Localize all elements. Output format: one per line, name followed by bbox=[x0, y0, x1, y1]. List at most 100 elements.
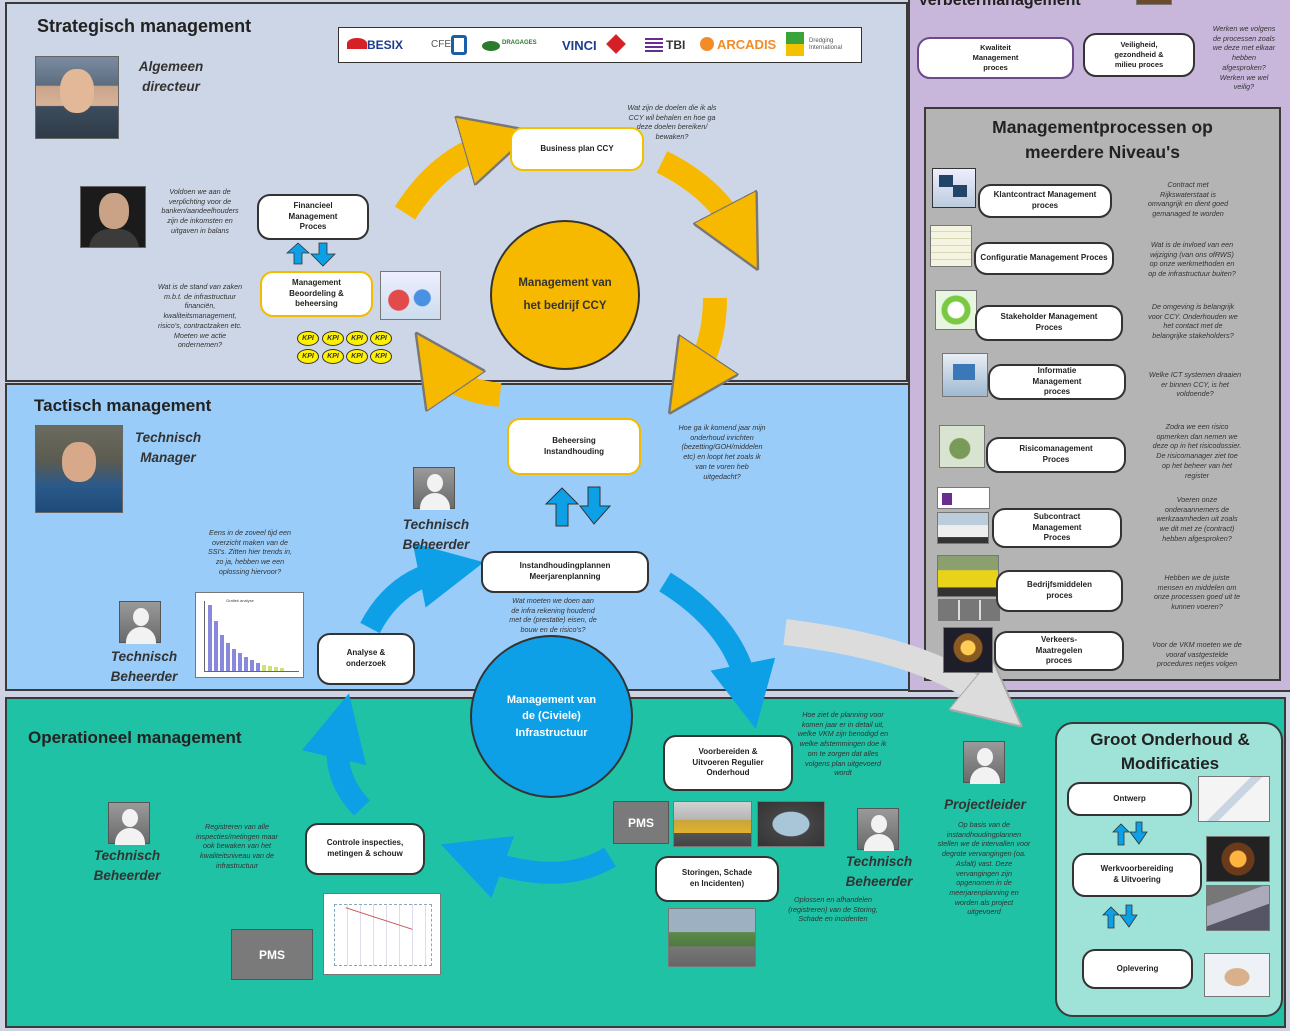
logo-dredging-mark bbox=[786, 32, 804, 56]
tactical-title: Tactisch management bbox=[34, 396, 212, 415]
pms-badge-1: PMS bbox=[613, 801, 669, 844]
director-photo bbox=[35, 56, 119, 139]
logo-besix: BESIX bbox=[367, 38, 404, 52]
niveaus-title: Managementprocessen op meerdere Niveau's bbox=[992, 117, 1213, 163]
analysis-chart: Grafiek analyse bbox=[195, 592, 304, 678]
updown-arrow-groot-1 bbox=[1112, 821, 1148, 846]
incident-image bbox=[668, 908, 756, 967]
informatie-image bbox=[942, 353, 988, 397]
blue-arrow-right bbox=[659, 572, 776, 729]
excavator-image bbox=[673, 801, 752, 847]
logo-besix-swoosh bbox=[347, 38, 367, 49]
avatar-icon bbox=[413, 467, 455, 510]
updown-arrow-financieel bbox=[285, 242, 336, 267]
verbeter-image bbox=[1136, 0, 1172, 5]
kpi-badge: KPI bbox=[370, 331, 392, 346]
dashboard-image bbox=[380, 271, 441, 320]
tablet-image bbox=[757, 801, 825, 847]
niveau-box-stakeholder: Stakeholder Management Proces bbox=[975, 305, 1123, 341]
note-eens: Eens in de zoveel tijd een overzicht mak… bbox=[207, 528, 293, 576]
note-informatie: Welke ICT systemen draaien er binnen CCY… bbox=[1148, 370, 1242, 399]
circle-bedrijf: Management van het bedrijf CCY bbox=[490, 220, 640, 370]
logo-dragages: DRAGAGES bbox=[502, 40, 537, 46]
tech-manager-photo bbox=[35, 425, 123, 513]
logo-arcadis: ARCADIS bbox=[717, 37, 777, 52]
verbeter-title: Verbetermanagement bbox=[918, 0, 1081, 9]
niveau-box-informatie: Informatie Management proces bbox=[988, 364, 1126, 400]
note-verbeter: Werken we volgens de processen zoals we … bbox=[1212, 24, 1276, 92]
kpi-badge: KPI bbox=[322, 331, 344, 346]
note-configuratie: Wat is de invloed van een wijziging (van… bbox=[1148, 240, 1236, 279]
verkeer-image bbox=[943, 627, 993, 673]
operational-title: Operationeel management bbox=[28, 728, 242, 747]
niveau-box-verkeer: Verkeers- Maatregelen proces bbox=[994, 631, 1124, 671]
storingen-box: Storingen, Schade en Incidenten) bbox=[655, 856, 779, 902]
projectleider-role: Projectleider bbox=[944, 797, 1026, 812]
niveau-box-subcontract: Subcontract Management Proces bbox=[992, 508, 1122, 548]
logo-tbi: TBI bbox=[666, 38, 686, 52]
director-role: Algemeen directeur bbox=[138, 59, 204, 95]
kpi-badge: KPI bbox=[322, 349, 344, 364]
kpi-badge: KPI bbox=[297, 331, 319, 346]
werkvoorbereiding-box: Werkvoorbereiding & Uitvoering bbox=[1072, 853, 1202, 897]
business-plan-box: Business plan CCY bbox=[510, 127, 644, 171]
werkvoorbereiding-image-2 bbox=[1206, 885, 1270, 931]
note-subcontract: Voeren onze onderaannemers de werkzaamhe… bbox=[1156, 495, 1238, 543]
note-registreren: Registreren van alle inspecties/metingen… bbox=[196, 822, 278, 870]
note-doelen: Wat zijn de doelen die ik als CCY wil be… bbox=[627, 103, 717, 142]
note-planning: Hoe ziet de planning voor komen jaar er … bbox=[797, 710, 889, 778]
logo-dredging: Dredging International bbox=[809, 38, 843, 51]
note-stakeholder: De omgeving is belangrijk voor CCY. Onde… bbox=[1148, 302, 1238, 341]
tech-beheerder-role-2: Technisch Beheerder bbox=[110, 649, 178, 685]
blue-arrow-left bbox=[301, 693, 371, 816]
gold-arrow-right bbox=[693, 297, 715, 378]
ontwerp-image bbox=[1198, 776, 1270, 822]
bedrijfsmiddelen-car-image bbox=[937, 555, 999, 597]
analyse-box: Analyse & onderzoek bbox=[317, 633, 415, 685]
note-oplossen: Oplossen en afhandelen (registreren) van… bbox=[788, 895, 878, 924]
oplevering-box: Oplevering bbox=[1082, 949, 1193, 989]
note-jaar: Hoe ga ik komend jaar mijn onderhoud inr… bbox=[678, 423, 766, 481]
gold-arrow-top-right bbox=[656, 151, 738, 232]
kpi-badge: KPI bbox=[346, 349, 368, 364]
stakeholder-image bbox=[935, 290, 977, 330]
subcontract-van-image bbox=[937, 512, 989, 544]
note-verkeer: Voor de VKM moeten we de vooraf vastgest… bbox=[1152, 640, 1242, 669]
avatar-icon bbox=[857, 808, 899, 851]
niveau-box-bedrijfsmiddelen: Bedrijfsmiddelen proces bbox=[996, 570, 1123, 612]
bedrijfsmiddelen-people-image bbox=[938, 599, 1000, 621]
kpi-badge: KPI bbox=[370, 349, 392, 364]
blue-arrow-bottom bbox=[440, 836, 616, 899]
logo-vinci-mark bbox=[606, 34, 626, 54]
niveau-box-risico: Risicomanagement Proces bbox=[986, 437, 1126, 473]
logo-cfe: CFE bbox=[431, 39, 451, 50]
risico-image bbox=[939, 425, 985, 468]
gold-arrow-top-left bbox=[394, 143, 492, 220]
werkvoorbereiding-image-1 bbox=[1206, 836, 1270, 882]
logo-vinci: VINCI bbox=[562, 38, 597, 53]
logo-cfe-mark bbox=[451, 35, 467, 55]
tech-beheerder-role-3: Technisch Beheerder bbox=[93, 848, 161, 884]
niveau-box-klantcontract: Klantcontract Management proces bbox=[978, 184, 1112, 218]
circle-infra: Management van de (Civiele) Infrastructu… bbox=[470, 635, 633, 798]
configuratie-image bbox=[930, 225, 972, 267]
strategic-title: Strategisch management bbox=[37, 16, 252, 36]
note-voldoen: Voldoen we aan de verplichting voor de b… bbox=[161, 187, 239, 235]
tech-beheerder-role-1: Technisch Beheerder bbox=[402, 517, 470, 553]
oplevering-image bbox=[1204, 953, 1270, 997]
groot-title: Groot Onderhoud & Modificaties bbox=[1090, 730, 1250, 773]
subcontract-logo-image bbox=[937, 487, 990, 509]
note-stand: Wat is de stand van zaken m.b.t. de infr… bbox=[157, 282, 243, 350]
pms-badge-2: PMS bbox=[231, 929, 313, 980]
logo-arcadis-mark bbox=[700, 37, 714, 51]
ontwerp-box: Ontwerp bbox=[1067, 782, 1192, 816]
note-projectleider: Op basis van de instandhoudingplannen st… bbox=[937, 820, 1031, 917]
beheersing-box: Beheersing Instandhouding bbox=[507, 418, 641, 475]
inspection-chart-image bbox=[323, 893, 441, 975]
voorbereiden-box: Voorbereiden & Uitvoeren Regulier Onderh… bbox=[663, 735, 793, 791]
financieel-box: Financieel Management Proces bbox=[257, 194, 369, 240]
updown-arrow-beheersing bbox=[544, 486, 612, 527]
note-bedrijfsmiddelen: Hebben we de juiste mensen en middelen o… bbox=[1153, 573, 1241, 612]
updown-arrow-groot-2 bbox=[1102, 904, 1138, 929]
